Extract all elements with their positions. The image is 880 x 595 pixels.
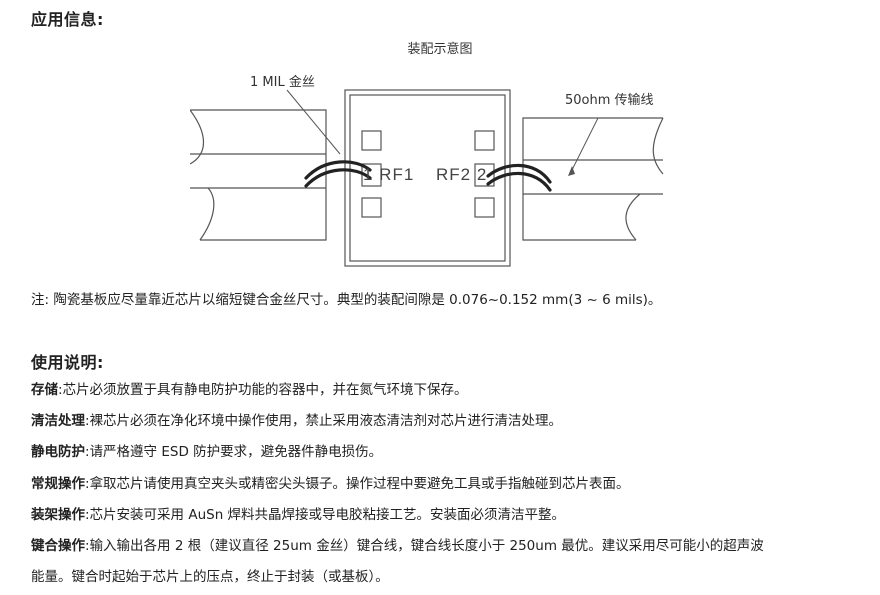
- instruction-continuation: 能量。键合时起始于芯片上的压点，终止于封装（或基板）。: [31, 569, 389, 585]
- instruction-text: 输入输出各用 2 根（建议直径 25um 金丝）键合线，键合线长度小于 250u…: [89, 538, 764, 554]
- diagram-caption: 装配示意图: [407, 42, 473, 57]
- transmission-line-label: 50ohm 传输线: [565, 93, 654, 108]
- instruction-term: 静电防护: [31, 444, 85, 460]
- instruction-item: 静电防护:请严格遵守 ESD 防护要求，避免器件静电损伤。: [31, 442, 382, 462]
- instruction-separator: :: [58, 382, 63, 398]
- instruction-item: 装架操作:芯片安装可采用 AuSn 焊料共晶焊接或导电胶粘接工艺。安装面必须清洁…: [31, 505, 565, 525]
- assembly-note: 注: 陶瓷基板应尽量靠近芯片以缩短键合金丝尺寸。典型的装配间隙是 0.076~0…: [31, 292, 662, 308]
- instruction-term: 常规操作: [31, 476, 85, 492]
- instruction-term: 清洁处理: [31, 413, 85, 429]
- assembly-diagram-drawing: [190, 89, 664, 267]
- section-title-usage-instructions: 使用说明:: [31, 353, 104, 372]
- instruction-text: 请严格遵守 ESD 防护要求，避免器件静电损伤。: [89, 444, 383, 460]
- instruction-separator: :: [85, 476, 90, 492]
- instruction-separator: :: [85, 413, 90, 429]
- instruction-term: 装架操作: [31, 507, 85, 523]
- rf2-pad-label: RF2 2: [436, 165, 488, 184]
- instruction-term: 存储: [31, 382, 58, 398]
- instruction-text: 芯片必须放置于具有静电防护功能的容器中，并在氮气环境下保存。: [62, 382, 468, 398]
- instruction-text: 芯片安装可采用 AuSn 焊料共晶焊接或导电胶粘接工艺。安装面必须清洁平整。: [89, 507, 566, 523]
- instruction-separator: :: [85, 444, 90, 460]
- instruction-item: 存储:芯片必须放置于具有静电防护功能的容器中，并在氮气环境下保存。: [31, 380, 468, 400]
- instruction-item: 键合操作:输入输出各用 2 根（建议直径 25um 金丝）键合线，键合线长度小于…: [31, 536, 764, 556]
- instruction-text: 拿取芯片请使用真空夹头或精密尖头镊子。操作过程中要避免工具或手指触碰到芯片表面。: [89, 476, 630, 492]
- assembly-diagram: 装配示意图 1 MIL 金丝 50ohm 传输线 1 RF1 RF2 2: [190, 34, 690, 270]
- instruction-text: 裸芯片必须在净化环境中操作使用，禁止采用液态清洁剂对芯片进行清洁处理。: [89, 413, 563, 429]
- gold-wire-label: 1 MIL 金丝: [250, 75, 315, 90]
- instruction-separator: :: [85, 538, 90, 554]
- instruction-item: 常规操作:拿取芯片请使用真空夹头或精密尖头镊子。操作过程中要避免工具或手指触碰到…: [31, 474, 630, 494]
- section-title-application-info: 应用信息:: [31, 10, 104, 29]
- rf1-pad-label: 1 RF1: [363, 165, 415, 184]
- instruction-separator: :: [85, 507, 90, 523]
- instruction-term: 键合操作: [31, 538, 85, 554]
- instruction-item: 清洁处理:裸芯片必须在净化环境中操作使用，禁止采用液态清洁剂对芯片进行清洁处理。: [31, 411, 562, 431]
